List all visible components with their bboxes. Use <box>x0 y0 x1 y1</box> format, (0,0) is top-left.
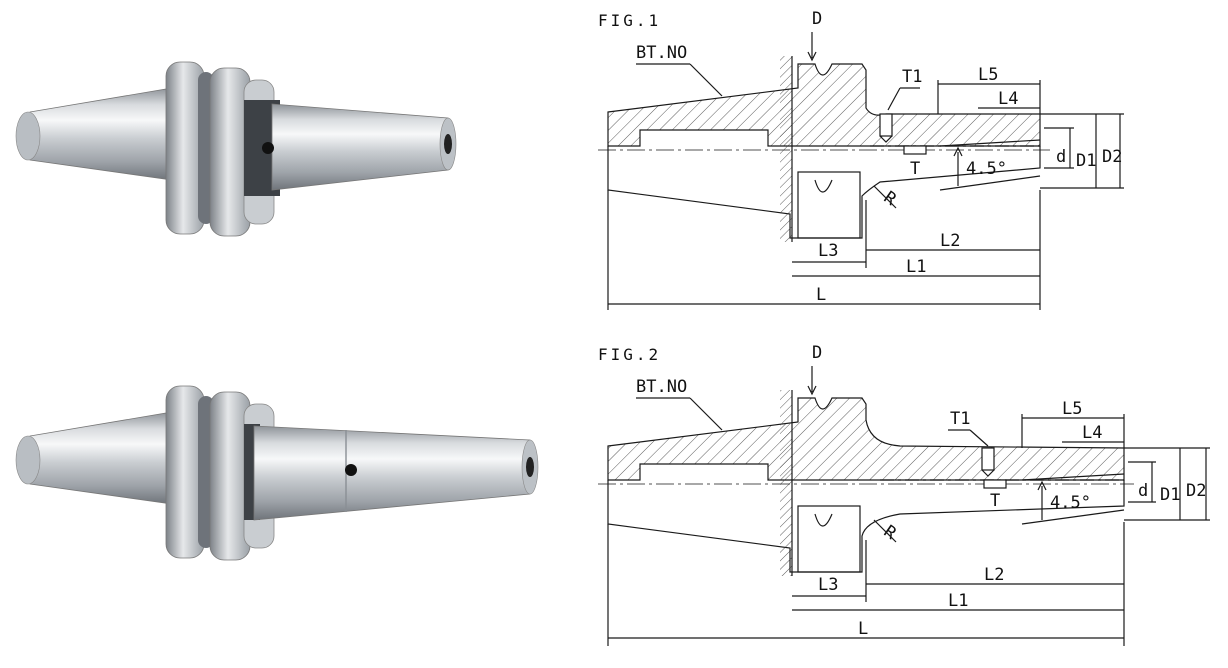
dim-L4 <box>1062 414 1125 448</box>
spindle-face-hatch <box>780 390 792 576</box>
photo-taper-cone <box>21 411 173 505</box>
label-D: D <box>812 343 822 363</box>
flange-groove <box>797 505 861 573</box>
label-d: d <box>1138 481 1148 501</box>
technical-drawing-fig1: FIG.1 BT.NO D T1 L5 L4 d D1 D2 <box>598 9 1124 310</box>
label-bt-no: BT.NO <box>636 377 687 397</box>
dim-D1-D2 <box>1124 447 1210 521</box>
taper-bore-low <box>939 175 1041 191</box>
dim-angle <box>953 146 963 186</box>
leader-bt <box>689 397 723 431</box>
label-T: T <box>910 159 920 179</box>
set-screw <box>879 113 893 137</box>
dim-L3 <box>792 540 867 602</box>
photo-shank <box>271 103 449 191</box>
label-L4: L4 <box>1082 423 1102 443</box>
technical-drawing-fig2: FIG.2 BT.NO D T1 L5 L4 d D1 D2 T 4.5° R <box>598 343 1210 646</box>
figure-caption: FIG.1 <box>598 11 661 30</box>
taper-bore-low <box>1021 509 1125 525</box>
label-R: R <box>880 188 900 211</box>
label-L4: L4 <box>998 89 1018 109</box>
label-D2: D2 <box>1186 481 1206 501</box>
flange-notch <box>814 179 833 193</box>
figure-caption: FIG.2 <box>598 345 661 364</box>
label-R: R <box>880 522 900 545</box>
photo-shank <box>253 425 531 521</box>
label-L2: L2 <box>984 565 1004 585</box>
photo-taper-end <box>15 111 41 161</box>
section-hatched-body <box>607 63 1041 147</box>
label-D1: D1 <box>1076 151 1096 171</box>
dim-L5 <box>1021 414 1124 448</box>
label-D1: D1 <box>1160 485 1180 505</box>
dim-angle <box>1037 480 1047 520</box>
photo-set-screw-hole <box>262 142 274 154</box>
label-L2: L2 <box>940 231 960 251</box>
dim-L1 <box>792 190 1041 310</box>
leader-T1 <box>948 429 989 447</box>
set-screw <box>981 447 995 471</box>
dim-L4 <box>978 80 1041 114</box>
label-L: L <box>858 619 868 639</box>
label-T1: T1 <box>950 409 970 429</box>
label-angle: 4.5° <box>1050 493 1091 513</box>
leader-D <box>807 366 817 396</box>
leader-R <box>873 185 897 209</box>
label-L: L <box>816 285 826 305</box>
label-bt-no: BT.NO <box>636 43 687 63</box>
photo-taper-end <box>15 435 41 485</box>
label-L5: L5 <box>1062 399 1082 419</box>
photo-bore <box>526 457 534 477</box>
label-L3: L3 <box>818 575 838 595</box>
leader-bt <box>689 63 723 97</box>
photo-toolholder-2 <box>15 385 539 561</box>
dim-L <box>607 190 1040 310</box>
label-angle: 4.5° <box>966 159 1007 179</box>
set-screw-tip <box>981 469 995 477</box>
leader-T1 <box>887 87 920 111</box>
label-L5: L5 <box>978 65 998 85</box>
label-L3: L3 <box>818 241 838 261</box>
leader-R <box>873 519 897 543</box>
dim-L5 <box>937 80 1040 114</box>
label-D2: D2 <box>1102 147 1122 167</box>
set-screw-tip <box>879 135 893 143</box>
flange-groove <box>797 171 861 239</box>
photo-bore <box>444 134 452 154</box>
taper-bore <box>1021 473 1125 481</box>
label-L1: L1 <box>948 591 968 611</box>
label-T1: T1 <box>902 67 922 87</box>
leader-D <box>807 32 817 62</box>
label-L1: L1 <box>906 257 926 277</box>
flange-notch <box>814 513 833 527</box>
photo-set-screw-hole <box>345 464 357 476</box>
label-T: T <box>990 491 1000 511</box>
label-D: D <box>812 9 822 29</box>
thread-T <box>983 479 1007 489</box>
label-d: d <box>1056 147 1066 167</box>
photo-toolholder-1 <box>15 61 457 237</box>
taper-bore <box>939 139 1041 147</box>
thread-T <box>903 145 927 155</box>
photo-taper-cone <box>21 87 173 181</box>
section-hatched-body <box>607 397 1125 481</box>
dim-L3 <box>792 200 867 268</box>
dim-L <box>607 524 1124 646</box>
dim-L1 <box>792 522 1125 646</box>
spindle-face-hatch <box>780 56 792 242</box>
dim-D1-D2 <box>1040 113 1124 189</box>
